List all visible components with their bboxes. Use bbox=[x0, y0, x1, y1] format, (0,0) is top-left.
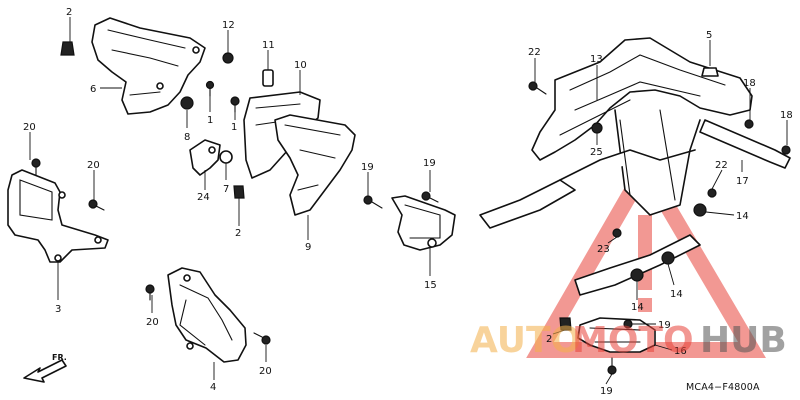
part-6-cover-panel bbox=[91, 17, 206, 115]
callout-label: 18 bbox=[780, 110, 793, 121]
callout-label: 18 bbox=[743, 78, 756, 89]
front-direction-arrow: FR. bbox=[23, 353, 67, 383]
callout-label: 10 bbox=[294, 60, 307, 71]
fastener-nut-25 bbox=[591, 122, 603, 134]
callout-label: 22 bbox=[715, 160, 728, 171]
callout-label: 13 bbox=[590, 54, 603, 65]
fastener-screw-1a bbox=[205, 80, 215, 97]
callout-label: 20 bbox=[146, 317, 159, 328]
callout-label: 19 bbox=[423, 158, 436, 169]
fastener-bolt-18a bbox=[744, 119, 754, 129]
fastener-nut-14c bbox=[661, 251, 675, 265]
fastener-nut-14a bbox=[693, 203, 707, 217]
callout-label: 7 bbox=[223, 184, 229, 195]
callout-label: 2 bbox=[66, 7, 72, 18]
callout-label: 4 bbox=[210, 382, 216, 393]
callout-label: 1 bbox=[231, 122, 237, 133]
leader-lines bbox=[29, 17, 788, 385]
fastener-nut-12 bbox=[222, 52, 234, 64]
fastener-bolt-19d bbox=[607, 357, 617, 375]
fastener-clip-2-mid bbox=[233, 185, 245, 199]
callout-label: 12 bbox=[222, 20, 235, 31]
callout-label: 9 bbox=[305, 242, 311, 253]
callout-label: 14 bbox=[736, 211, 749, 222]
watermark-exclamation-dot bbox=[638, 298, 652, 312]
part-13-main-frame bbox=[479, 37, 753, 296]
callout-label: 2 bbox=[235, 228, 241, 239]
arrow-icon bbox=[23, 359, 67, 383]
callout-label: 19 bbox=[658, 320, 671, 331]
callout-label: 24 bbox=[197, 192, 210, 203]
part-24-bracket bbox=[189, 139, 221, 176]
callout-label: 17 bbox=[736, 176, 749, 187]
fastener-nut-14b bbox=[630, 268, 644, 282]
fastener-clip-2-bottom bbox=[559, 317, 572, 331]
callout-label: 1 bbox=[207, 115, 213, 126]
diagram-reference-code: MCA4−F4800A bbox=[686, 382, 760, 393]
part-4-lower-guard bbox=[167, 267, 247, 363]
fastener-bolt-20d bbox=[253, 332, 271, 345]
callout-label: 11 bbox=[262, 40, 275, 51]
callout-label: 8 bbox=[184, 132, 190, 143]
callout-label: 25 bbox=[590, 147, 603, 158]
callout-label: 14 bbox=[631, 302, 644, 313]
fastener-bolt-20c bbox=[145, 284, 155, 301]
fastener-bolt-18b bbox=[781, 145, 791, 155]
fastener-bolt-20a bbox=[31, 158, 41, 176]
callout-label: 5 bbox=[706, 30, 712, 41]
callout-label: 6 bbox=[90, 84, 96, 95]
callout-label: 20 bbox=[87, 160, 100, 171]
fastener-nut-5 bbox=[701, 67, 719, 77]
part-3-guard-bracket bbox=[7, 169, 109, 263]
callout-label: 14 bbox=[670, 289, 683, 300]
callout-label: 19 bbox=[600, 386, 613, 397]
watermark-text-moto: MOTO bbox=[572, 320, 694, 361]
callout-label: 19 bbox=[361, 162, 374, 173]
callout-label: 20 bbox=[259, 366, 272, 377]
callout-label: 20 bbox=[23, 122, 36, 133]
watermark-wordmark: AUTO MOTO HUB bbox=[470, 320, 787, 361]
part-7-grommet bbox=[219, 150, 233, 164]
callout-label: 22 bbox=[528, 47, 541, 58]
fastener-bolt-22b bbox=[707, 188, 717, 198]
watermark-text-hub: HUB bbox=[700, 320, 787, 361]
callout-label: 15 bbox=[424, 280, 437, 291]
fastener-bolt-19b bbox=[421, 191, 439, 203]
part-15-clamp bbox=[391, 195, 456, 251]
callout-label: 2 bbox=[546, 334, 552, 345]
watermark-text-auto: AUTO bbox=[470, 320, 581, 361]
fastener-bolt-20b bbox=[88, 199, 105, 211]
direction-label: FR. bbox=[52, 353, 67, 362]
part-9-front-cover bbox=[274, 114, 356, 216]
fastener-clip-2-top bbox=[60, 41, 75, 56]
fastener-bolt-8 bbox=[180, 96, 194, 110]
callout-numbers: 2 6 12 11 10 8 1 1 7 24 2 9 20 20 3 20 4… bbox=[23, 7, 793, 397]
fastener-grommet-11 bbox=[262, 69, 274, 87]
fastener-bolt-22a bbox=[528, 81, 547, 95]
part-16-lower-bracket bbox=[577, 317, 656, 353]
callout-label: 16 bbox=[674, 346, 687, 357]
fastener-bolt-19a bbox=[363, 195, 383, 209]
callout-label: 3 bbox=[55, 304, 61, 315]
fastener-screw-1b bbox=[230, 96, 240, 113]
part-17-rod bbox=[699, 119, 791, 169]
callout-label: 23 bbox=[597, 244, 610, 255]
fastener-bolt-23 bbox=[612, 228, 622, 238]
